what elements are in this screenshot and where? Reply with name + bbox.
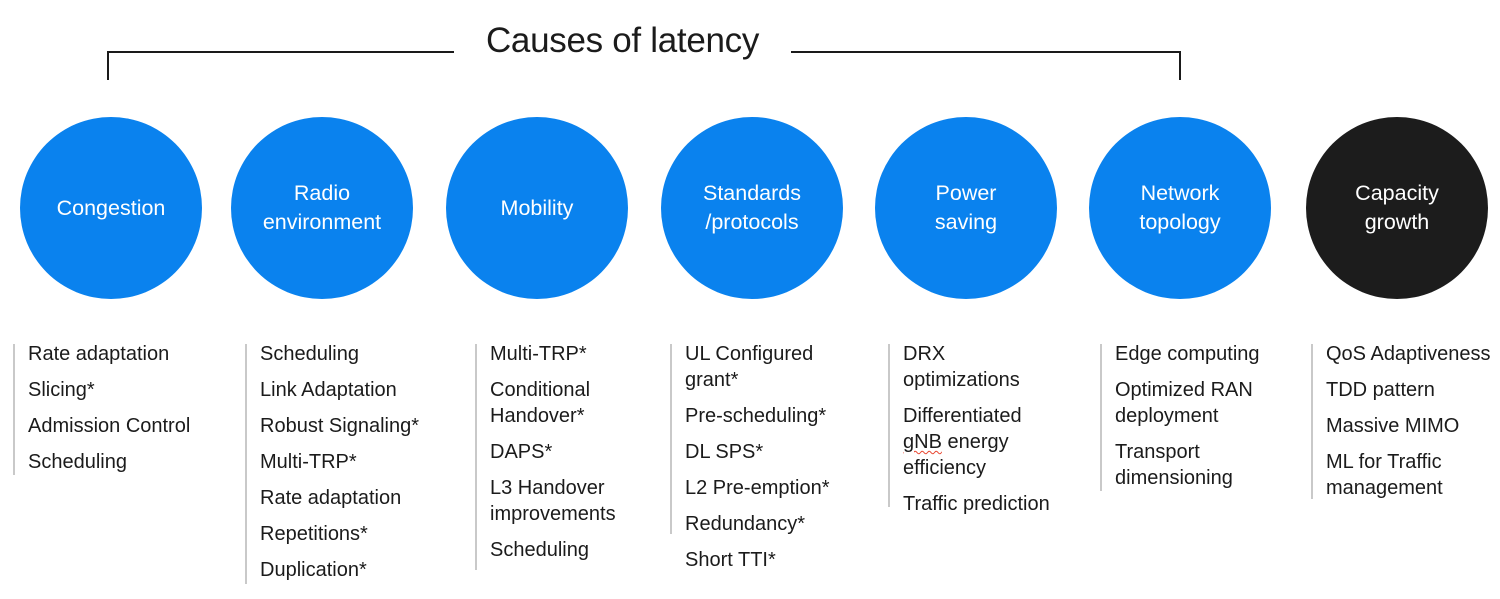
circle-congestion-label: Congestion: [56, 195, 166, 220]
circle-network-topology-label: Network topology: [1139, 181, 1221, 234]
circle-mobility-label: Mobility: [500, 195, 574, 220]
list-item: Multi-TRP*: [260, 451, 357, 473]
list-item: L2 Pre-emption*: [685, 477, 830, 499]
bracket-line-right: [791, 51, 1181, 80]
list-item: Slicing*: [28, 379, 95, 401]
list-item: L3 Handover improvements: [490, 477, 616, 525]
page-title: Causes of latency: [485, 21, 760, 60]
list-divider-line: [888, 344, 890, 507]
list-divider-line: [245, 344, 247, 584]
list-item: Conditional Handover*: [490, 379, 591, 427]
circle-power-saving-label: Power saving: [934, 181, 998, 234]
list-item: TDD pattern: [1326, 379, 1435, 401]
list-item: Duplication*: [260, 559, 367, 581]
list-item: Admission Control: [28, 415, 191, 437]
circle-network-topology: Network topology: [1089, 117, 1271, 299]
list-item: Short TTI*: [685, 549, 776, 571]
list-item: Edge computing: [1115, 343, 1260, 365]
list-item: DRX optimizations: [903, 343, 1020, 391]
list-item: Link Adaptation: [260, 379, 397, 401]
circle-radio-environment: Radio environment: [231, 117, 413, 299]
list-item: Robust Signaling*: [260, 415, 419, 437]
list-item: Pre-scheduling*: [685, 405, 827, 427]
list-item: ML for Traffic management: [1326, 451, 1443, 499]
list-item: Repetitions*: [260, 523, 368, 545]
list-item: Transport dimensioning: [1115, 441, 1233, 489]
list-divider-line: [670, 344, 672, 534]
list-item: Multi-TRP*: [490, 343, 587, 365]
list-item: DL SPS*: [685, 441, 764, 463]
list-item: Scheduling: [490, 539, 589, 561]
list-item: Differentiated gNB energy efficiency: [903, 405, 1022, 479]
list-divider-line: [13, 344, 15, 475]
list-item: Rate adaptation: [28, 343, 170, 365]
list-standards-protocols-items: UL Configured grant* Pre-scheduling* DL SP…: [670, 341, 880, 573]
spellcheck-underline: gNB: [903, 431, 942, 453]
list-item: Traffic prediction: [903, 493, 1050, 515]
list-item: DAPS*: [490, 441, 553, 463]
circle-capacity-growth: Capacity growth: [1306, 117, 1488, 299]
circle-standards-protocols: Standards /protocols: [661, 117, 843, 299]
list-standards-protocols: UL Configured grant* Pre-scheduling* DL SP…: [670, 341, 880, 583]
list-item: Scheduling: [28, 451, 127, 473]
bracket-line-left: [107, 51, 454, 80]
list-item: Massive MIMO: [1326, 415, 1460, 437]
circle-standards-protocols-label: Standards /protocols: [702, 181, 801, 234]
circle-capacity-growth-label: Capacity growth: [1355, 181, 1439, 234]
circle-congestion: Congestion: [20, 117, 202, 299]
list-item: Redundancy*: [685, 513, 806, 535]
list-divider-line: [1100, 344, 1102, 491]
list-item: Rate adaptation: [260, 487, 402, 509]
circle-radio-environment-label: Radio environment: [262, 181, 382, 234]
list-item: UL Configured grant*: [685, 343, 814, 391]
list-divider-line: [1311, 344, 1313, 499]
list-mobility-items: Multi-TRP* Conditional Handover* DAPS* L3 H…: [475, 341, 685, 563]
circle-mobility: Mobility: [446, 117, 628, 299]
list-item: QoS Adaptiveness: [1326, 343, 1491, 365]
list-item: Scheduling: [260, 343, 359, 365]
list-mobility: Multi-TRP* Conditional Handover* DAPS* L3 H…: [475, 341, 685, 573]
list-item: Optimized RAN deployment: [1115, 379, 1253, 427]
circle-power-saving: Power saving: [875, 117, 1057, 299]
list-divider-line: [475, 344, 477, 570]
